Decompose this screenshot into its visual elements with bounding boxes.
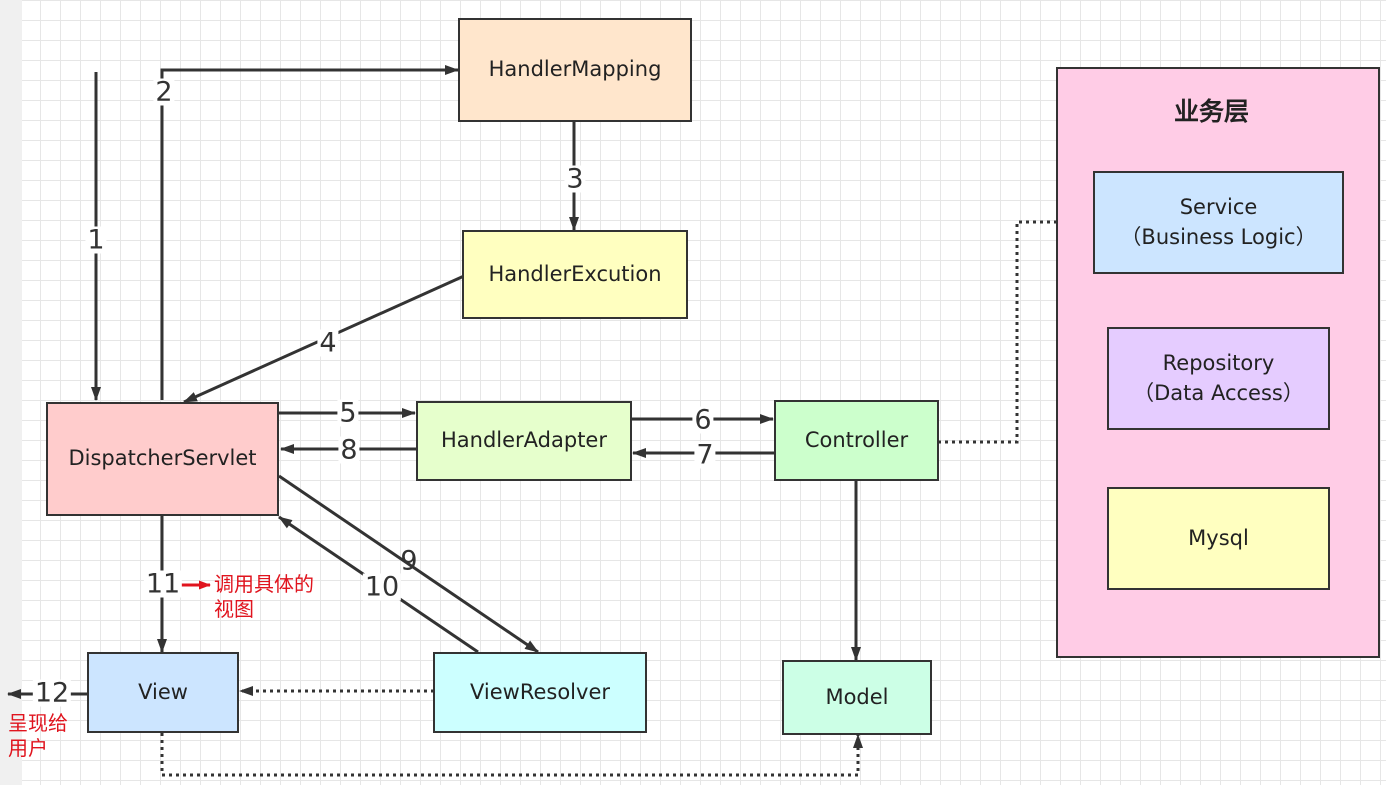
step-number-9: 9: [400, 545, 418, 577]
arrow-step-9: [278, 474, 539, 654]
mysql-box: Mysql: [1107, 487, 1330, 590]
handler-adapter-box: HandlerAdapter: [416, 401, 632, 481]
mysql-label: Mysql: [1188, 525, 1249, 550]
view-box: View: [87, 652, 239, 733]
controller-label: Controller: [804, 427, 909, 452]
repository-label: Repository: [1162, 351, 1275, 376]
note-call-view-line2: 视图: [214, 597, 254, 621]
step-number-3: 3: [564, 163, 586, 195]
arrow-controller-service: [938, 217, 1094, 444]
handler-excution-box: HandlerExcution: [462, 230, 688, 319]
handler-adapter-label: HandlerAdapter: [440, 428, 607, 453]
step-number-5: 5: [337, 397, 359, 429]
note-call-view-line1: 调用具体的: [214, 572, 314, 596]
business-layer-title: 业务层: [1174, 97, 1250, 126]
step-number-11: 11: [143, 568, 183, 600]
arrow-view-model: [160, 733, 863, 777]
step-number-4: 4: [317, 327, 339, 359]
step-number-2: 2: [153, 76, 175, 108]
note-present-to-user-line1: 呈现给: [8, 711, 68, 735]
arrow-step-2: [160, 65, 459, 400]
service-sublabel: （Business Logic）: [1120, 224, 1317, 249]
note-present-to-user: 呈现给 用户: [8, 711, 68, 761]
repository-sublabel: （Data Access）: [1133, 380, 1304, 405]
step-number-10: 10: [362, 571, 402, 603]
model-box: Model: [782, 660, 932, 735]
dispatcher-servlet-box: DispatcherServlet: [46, 402, 279, 516]
handler-excution-label: HandlerExcution: [488, 261, 662, 286]
view-resolver-label: ViewResolver: [469, 679, 610, 704]
step-number-1: 1: [85, 224, 107, 256]
model-label: Model: [825, 684, 889, 709]
step-number-7: 7: [694, 439, 716, 471]
step-number-8: 8: [338, 434, 360, 466]
controller-box: Controller: [774, 400, 939, 481]
note-call-view: 调用具体的 视图: [214, 572, 314, 622]
service-box: Service （Business Logic）: [1093, 171, 1344, 274]
dispatcher-servlet-label: DispatcherServlet: [68, 446, 257, 471]
view-resolver-box: ViewResolver: [433, 652, 647, 733]
service-label: Service: [1179, 195, 1258, 220]
view-label: View: [138, 679, 188, 704]
step-number-12: 12: [32, 677, 72, 709]
repository-box: Repository （Data Access）: [1107, 327, 1330, 430]
step-number-6: 6: [692, 404, 714, 436]
handler-mapping-label: HandlerMapping: [488, 57, 662, 82]
handler-mapping-box: HandlerMapping: [458, 18, 692, 122]
note-present-to-user-line2: 用户: [8, 736, 48, 760]
editor-left-gutter: [0, 0, 22, 785]
